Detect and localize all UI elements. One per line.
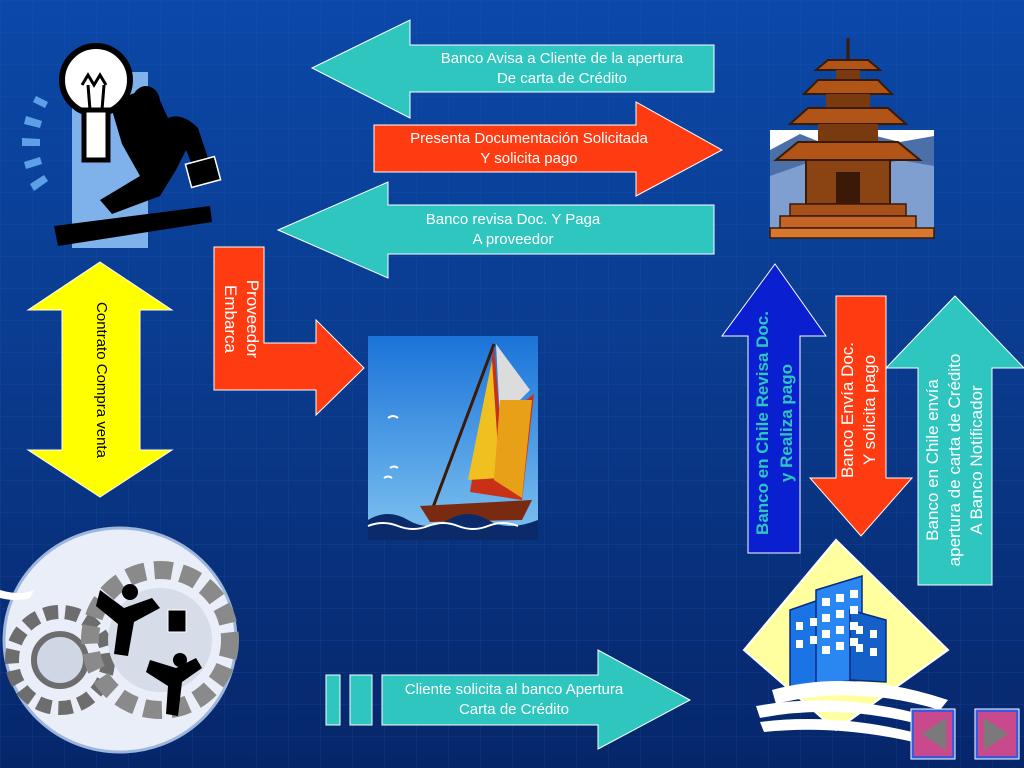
label-cliente-solicita: Cliente solicita al banco Apertura Carta… bbox=[382, 680, 646, 720]
arrow-proveedor-embarca bbox=[213, 246, 365, 417]
businessman-lightbulb-icon bbox=[22, 43, 222, 248]
arrow-banco-avisa bbox=[310, 19, 715, 119]
previous-slide-icon[interactable] bbox=[910, 708, 956, 760]
arrow-banco-chile-envia bbox=[884, 295, 1024, 586]
label-banco-chile-envia: Banco en Chile envía apertura de carta d… bbox=[922, 350, 988, 570]
label-line: Cliente solicita al banco Apertura bbox=[404, 681, 624, 698]
label-line: A Banco Notificador bbox=[967, 385, 986, 535]
arrow-presenta-doc bbox=[373, 101, 724, 197]
label-line: Banco en Chile envía bbox=[923, 379, 942, 541]
label-line: Banco revisa Doc. Y Paga bbox=[425, 211, 601, 228]
label-line: Contrato Compra venta bbox=[93, 302, 110, 458]
arrow-banco-chile-revisa bbox=[721, 263, 827, 554]
label-line: A proveedor bbox=[472, 231, 554, 248]
next-slide-icon[interactable] bbox=[974, 708, 1020, 760]
pagoda-icon bbox=[769, 38, 935, 239]
label-banco-avisa: Banco Avisa a Cliente de la apertura De … bbox=[410, 49, 714, 89]
label-banco-revisa: Banco revisa Doc. Y Paga A proveedor bbox=[388, 210, 638, 250]
label-banco-envia: Banco Envía Doc. Y solicita pago bbox=[837, 340, 885, 480]
label-contrato: Contrato Compra venta bbox=[89, 295, 111, 465]
label-proveedor-embarca: Proveedor Embarca bbox=[215, 269, 263, 369]
arrow-contrato bbox=[26, 261, 174, 498]
arrow-banco-envia bbox=[808, 295, 914, 537]
label-line: apertura de carta de Crédito bbox=[945, 353, 964, 567]
label-presenta-doc: Presenta Documentación Solicitada Y soli… bbox=[374, 129, 684, 169]
label-line: Banco Envía Doc. bbox=[838, 341, 857, 479]
label-line: Carta de Crédito bbox=[458, 701, 570, 718]
label-line: Y solicita pago bbox=[480, 150, 578, 167]
arrow-cliente-solicita bbox=[325, 649, 692, 750]
label-banco-chile-revisa: Banco en Chile Revisa Doc. y Realiza pag… bbox=[751, 308, 799, 538]
buildings-icon bbox=[742, 538, 950, 744]
label-line: Banco Avisa a Cliente de la apertura bbox=[440, 50, 684, 67]
label-line: Presenta Documentación Solicitada bbox=[410, 130, 648, 147]
arrow-banco-revisa bbox=[276, 181, 715, 279]
gears-businessmen-icon bbox=[0, 526, 239, 754]
label-line: Proveedor bbox=[243, 279, 262, 359]
label-line: Banco en Chile Revisa Doc. bbox=[753, 311, 772, 535]
label-line: De carta de Crédito bbox=[496, 70, 628, 87]
label-line: y Realiza pago bbox=[777, 363, 796, 483]
sailboat-icon bbox=[367, 336, 538, 540]
label-line: Embarca bbox=[221, 284, 240, 354]
label-line: Y solicita pago bbox=[860, 354, 879, 466]
